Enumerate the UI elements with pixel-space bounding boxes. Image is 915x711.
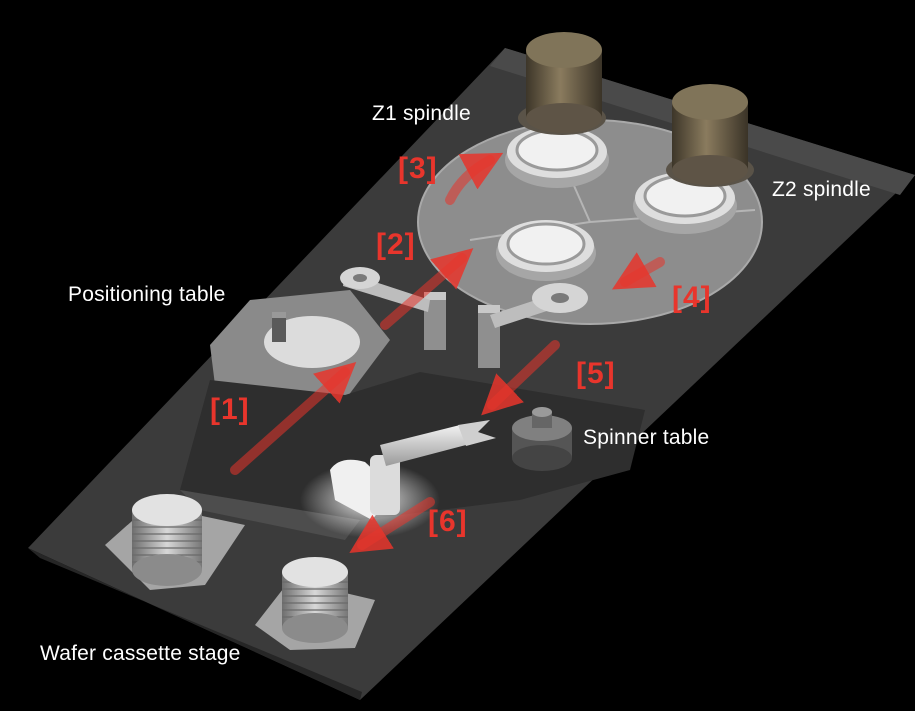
step-6-label: [6] [428,505,468,538]
step-5-label: [5] [576,357,616,390]
z1-spindle-label: Z1 spindle [372,102,471,125]
flow-arrows [230,152,665,554]
arrow-4 [611,252,665,290]
step-1-label: [1] [210,393,250,426]
machine-base [28,48,915,700]
arrow-3 [445,152,504,205]
z2-spindle-label: Z2 spindle [772,178,871,201]
step-3-label: [3] [398,152,438,185]
arrow-1 [230,362,357,475]
wafer-cassette-stage-label: Wafer cassette stage [40,642,241,665]
spinner-table [512,407,572,471]
wafer-cassette-1 [132,494,202,586]
z1-spindle [518,32,606,135]
chuck-table-z1 [505,126,609,188]
z2-spindle [666,84,754,187]
positioning-table-label: Positioning table [68,283,226,306]
step-2-label: [2] [376,228,416,261]
wafer-cassette-2 [282,557,348,643]
step-4-label: [4] [672,281,712,314]
arrow-2 [380,248,474,330]
spinner-table-label: Spinner table [583,426,710,449]
chuck-table-load [496,220,596,281]
arrow-5 [481,340,560,416]
arrow-6 [349,497,435,554]
